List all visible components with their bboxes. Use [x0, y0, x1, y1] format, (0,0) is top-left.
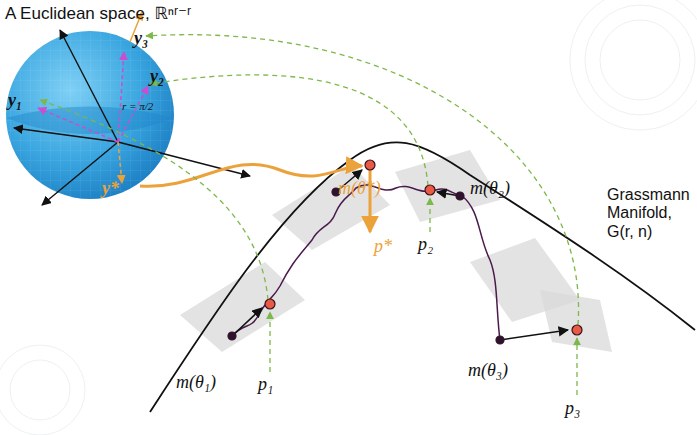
point-label: p₃: [565, 398, 580, 419]
vectors: [38, 52, 148, 142]
manifold-label: Grassmann Manifold, G(r, n): [607, 186, 693, 241]
point-label: p₁: [258, 374, 273, 395]
vector-label: y*: [102, 178, 119, 199]
tangent-patches: [180, 150, 612, 352]
vector-label: y₃: [134, 28, 148, 49]
point-label: m(θ₃): [468, 360, 508, 381]
axes: [14, 30, 250, 205]
step-arrows: [232, 170, 568, 340]
radius-label: r = π/2: [122, 100, 153, 113]
points: [228, 160, 582, 344]
mapping-curve: [140, 164, 362, 186]
space-title: A Euclidean space, ℝⁿʳ⁻ʳ: [5, 4, 191, 24]
point-label: m(θ₂): [470, 178, 510, 199]
manifold-curve: [150, 142, 695, 412]
correspondence-links: [40, 35, 579, 395]
vector-label: y₂: [150, 66, 164, 87]
point-label: p₂: [418, 234, 433, 255]
point-label: p*: [374, 236, 392, 257]
point-label: m(θ*): [338, 178, 381, 199]
point-label: m(θ₁): [176, 372, 216, 393]
optimization-trajectory: [232, 185, 500, 340]
vector-label: y₁: [8, 90, 22, 111]
sphere: [6, 31, 174, 199]
